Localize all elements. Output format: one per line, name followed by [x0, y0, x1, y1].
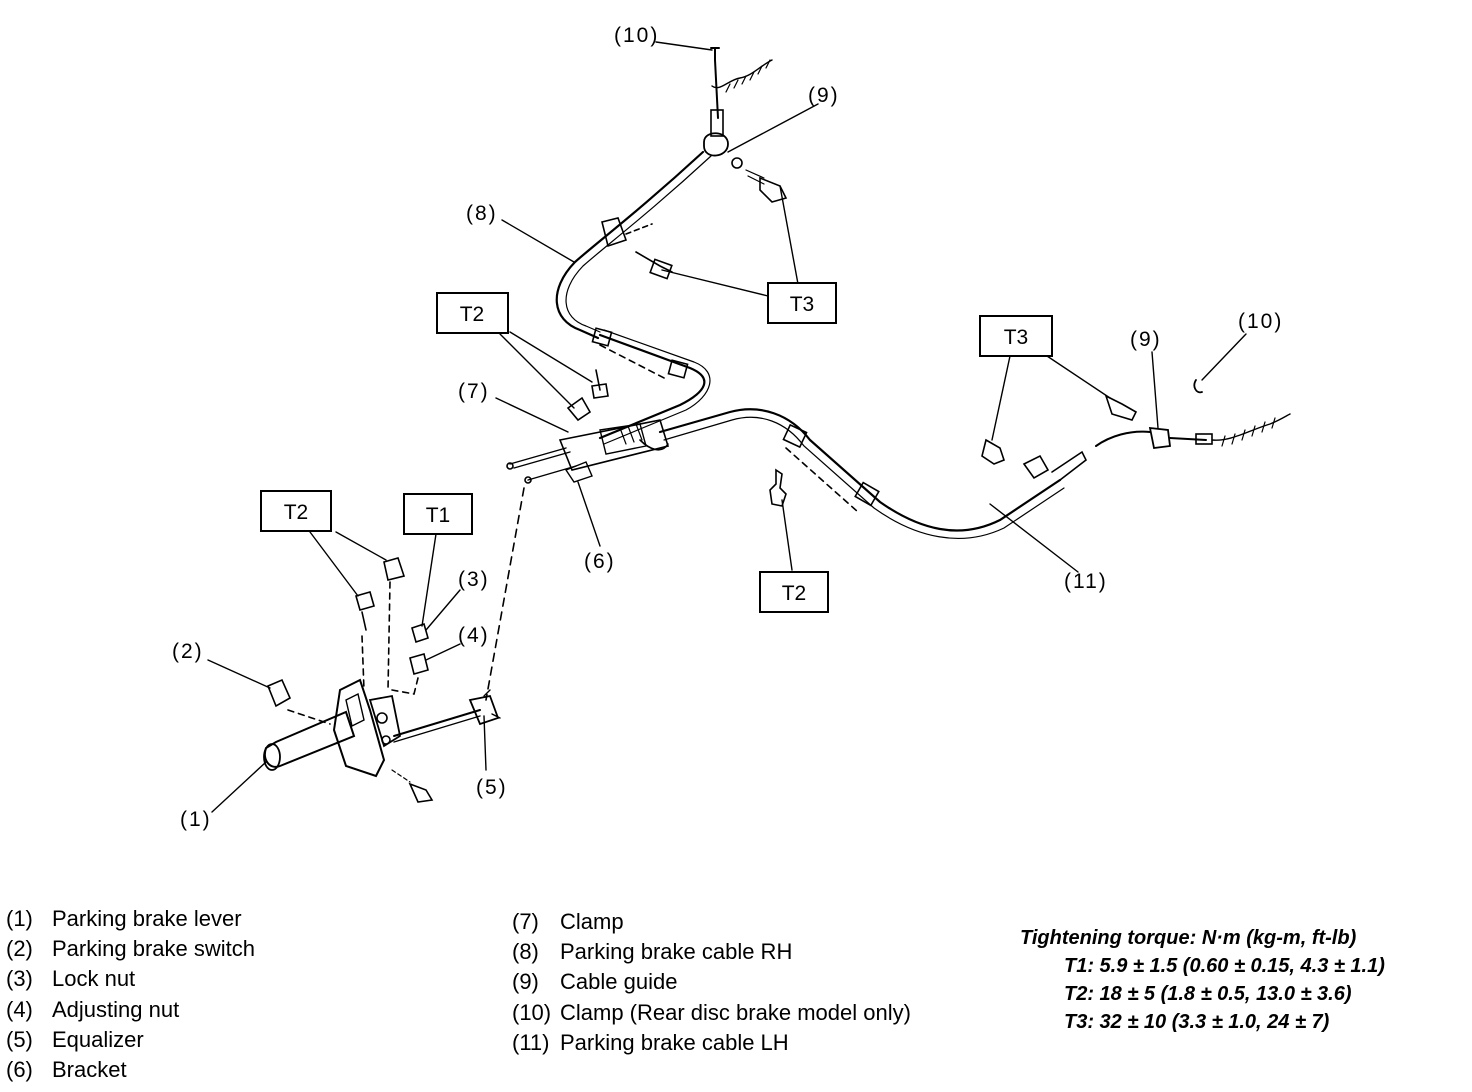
callout-7: (7) — [458, 380, 490, 403]
legend-item: (5)Equalizer — [6, 1026, 144, 1052]
callout-5: (5) — [476, 776, 508, 799]
torque-box-t2-lower-mid: T2 — [759, 571, 829, 613]
callout-9-top: (9) — [808, 84, 840, 107]
callout-10-right: (10) — [1238, 310, 1283, 333]
torque-t2: T2: 18 ± 5 (1.8 ± 0.5, 13.0 ± 3.6) — [1064, 983, 1352, 1005]
callout-4: (4) — [458, 624, 490, 647]
torque-box-t1: T1 — [403, 493, 473, 535]
svg-text:T2: T2 — [782, 582, 807, 605]
legend-item: (9)Cable guide — [512, 969, 678, 995]
legend-item: (11)Parking brake cable LH — [512, 1029, 789, 1055]
callout-10-top: (10) — [614, 24, 659, 47]
legend-item: (4)Adjusting nut — [6, 996, 180, 1022]
legend-item: (6)Bracket — [6, 1057, 127, 1083]
callout-3: (3) — [458, 568, 490, 591]
lever-assembly — [263, 487, 525, 803]
legend-item: (2)Parking brake switch — [6, 936, 255, 962]
legend-item: (7)Clamp — [512, 909, 624, 934]
callout-2: (2) — [172, 640, 204, 663]
callout-6: (6) — [584, 550, 616, 573]
tightening-torque-spec: Tightening torque: N·m (kg-m, ft-lb) T1:… — [1020, 924, 1385, 1036]
svg-text:T3: T3 — [1004, 326, 1029, 349]
torque-box-t2-mid: T2 — [436, 292, 509, 334]
legend-item: (3)Lock nut — [6, 966, 136, 992]
callout-9-right: (9) — [1130, 328, 1162, 351]
legend-item: (1)Parking brake lever — [6, 906, 242, 931]
legend-left: (1)Parking brake lever (2)Parking brake … — [6, 904, 255, 1085]
torque-box-t2-lower-left: T2 — [260, 490, 332, 532]
svg-text:T2: T2 — [460, 303, 485, 326]
rh-cable — [555, 47, 788, 445]
lh-cable — [658, 379, 1291, 539]
legend-item: (8)Parking brake cable RH — [512, 939, 793, 965]
parking-brake-diagram: T3 T2 T3 T2 T1 T2 (10) (9) (8) (7) (6) (… — [172, 24, 1291, 831]
bracket-cluster — [506, 369, 670, 484]
torque-t3: T3: 32 ± 10 (3.3 ± 1.0, 24 ± 7) — [1064, 1011, 1330, 1033]
torque-box-t3-right: T3 — [979, 315, 1053, 357]
svg-text:T1: T1 — [426, 504, 451, 527]
torque-heading: Tightening torque: N·m (kg-m, ft-lb) — [1020, 927, 1357, 949]
callout-1: (1) — [180, 808, 212, 831]
leader-lines — [207, 41, 1247, 813]
torque-box-t3-top: T3 — [767, 282, 837, 324]
callout-8: (8) — [466, 202, 498, 225]
svg-text:T3: T3 — [790, 293, 815, 316]
legend-middle: (7)Clamp (8)Parking brake cable RH (9)Ca… — [512, 907, 942, 1058]
svg-text:T2: T2 — [284, 501, 309, 524]
torque-t1: T1: 5.9 ± 1.5 (0.60 ± 0.15, 4.3 ± 1.1) — [1064, 955, 1385, 977]
legend-item: (10)Clamp (Rear disc brake model only) — [512, 999, 911, 1025]
callout-11: (11) — [1064, 570, 1108, 593]
